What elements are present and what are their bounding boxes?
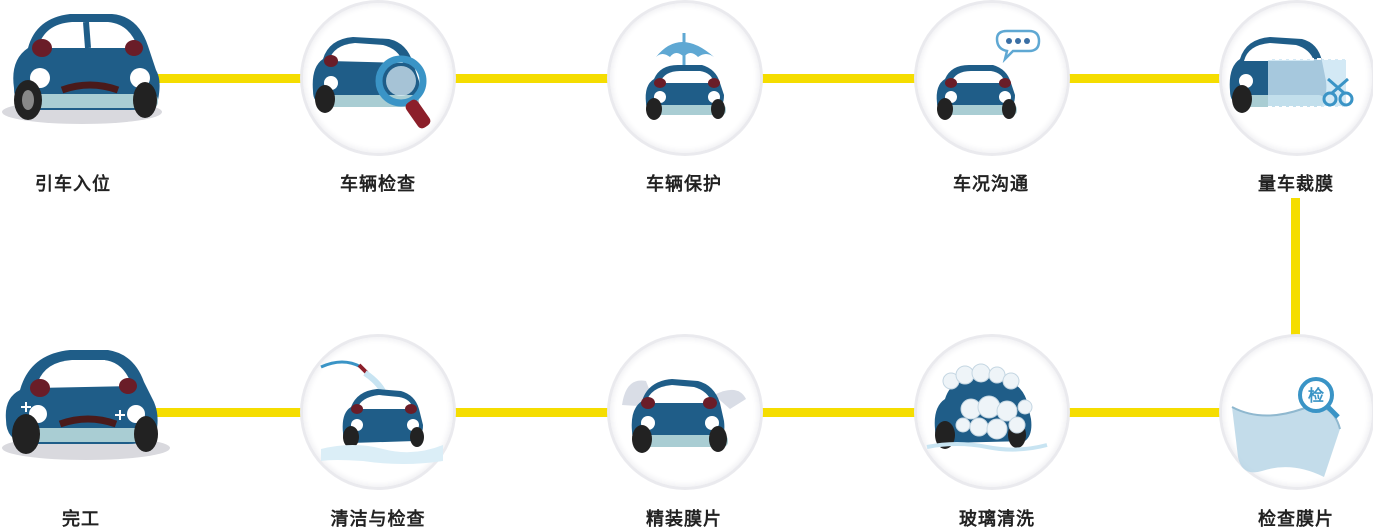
film-install-car-icon bbox=[622, 379, 746, 453]
connector-1-2 bbox=[150, 74, 310, 83]
step-2-icon bbox=[303, 3, 453, 153]
step-9-icon bbox=[303, 337, 453, 487]
car-icon bbox=[2, 14, 162, 124]
connector-2-3 bbox=[450, 74, 615, 83]
step-3-label: 车辆保护 bbox=[646, 174, 722, 195]
connector-5-6 bbox=[1291, 198, 1300, 338]
connector-9-10 bbox=[150, 408, 310, 417]
sparkle-car-icon bbox=[2, 350, 170, 460]
connector-7-8 bbox=[755, 408, 920, 417]
step-5-label: 量车裁膜 bbox=[1258, 174, 1334, 195]
step-10-label: 完工 bbox=[62, 509, 100, 530]
connector-8-9 bbox=[450, 408, 615, 417]
water-spray-car-icon bbox=[320, 360, 443, 464]
step-1-label: 引车入位 bbox=[35, 174, 111, 195]
step-9-label: 清洁与检查 bbox=[330, 509, 426, 530]
svg-text:检: 检 bbox=[1308, 386, 1324, 405]
step-3-icon bbox=[610, 3, 760, 153]
connector-4-5 bbox=[1062, 74, 1227, 83]
step-8-icon bbox=[610, 337, 760, 487]
step-6-icon: 检 bbox=[1222, 337, 1372, 487]
step-2-label: 车辆检查 bbox=[340, 174, 416, 195]
umbrella-car-icon bbox=[645, 33, 726, 120]
film-inspect-icon: 检 bbox=[1231, 377, 1341, 477]
foam-wash-car-icon bbox=[926, 363, 1048, 452]
step-7-icon bbox=[917, 337, 1067, 487]
chat-bubble-car-icon bbox=[936, 29, 1041, 120]
connector-6-7 bbox=[1062, 408, 1227, 417]
step-6-label: 检查膜片 bbox=[1258, 509, 1334, 530]
magnifier-car-icon bbox=[312, 37, 431, 129]
step-4-icon bbox=[917, 3, 1067, 153]
step-1-icon bbox=[0, 0, 170, 140]
connector-3-4 bbox=[755, 74, 920, 83]
step-8-label: 精装膜片 bbox=[646, 509, 722, 530]
step-5-icon bbox=[1222, 3, 1372, 153]
step-4-label: 车况沟通 bbox=[953, 174, 1029, 195]
scissors-film-car-icon bbox=[1229, 37, 1354, 113]
step-7-label: 玻璃清洗 bbox=[959, 509, 1035, 530]
